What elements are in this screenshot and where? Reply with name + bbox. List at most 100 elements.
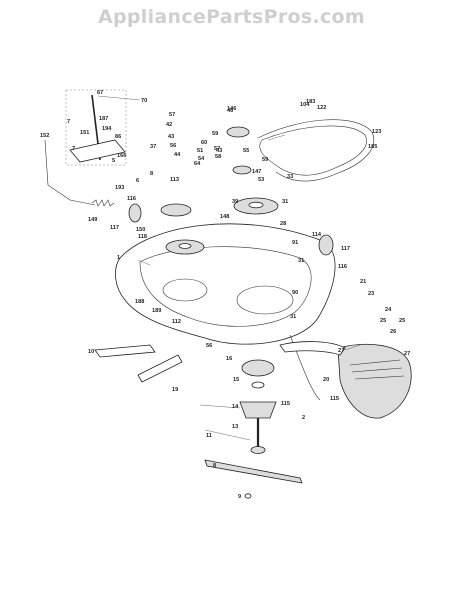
callout-24: 24 (385, 307, 392, 313)
callout-42: 42 (166, 122, 172, 128)
callout-43: 43 (168, 134, 174, 140)
callout-114: 114 (312, 232, 322, 238)
callout-8b: 8 (213, 463, 216, 469)
callout-labels: 67 70 7 187 151 194 86 152 5 166 193 116… (40, 90, 410, 500)
callout-31c: 31 (290, 314, 296, 320)
callout-5: 5 (112, 158, 115, 164)
callout-166: 166 (117, 153, 126, 159)
callout-189: 189 (152, 308, 161, 314)
callout-116b: 116 (338, 264, 347, 270)
callout-90: 90 (292, 290, 298, 296)
callout-194: 194 (102, 126, 112, 132)
deflector-rod (289, 334, 321, 401)
callout-117: 117 (110, 225, 119, 231)
callout-39: 39 (232, 199, 238, 205)
callout-115b: 115 (330, 396, 339, 402)
callout-91: 91 (292, 240, 298, 246)
callout-21: 21 (360, 279, 366, 285)
callout-57b: 57 (214, 146, 220, 152)
callout-188: 188 (135, 299, 144, 305)
callout-151: 151 (80, 130, 89, 136)
callout-33: 33 (287, 174, 293, 180)
callout-16: 16 (226, 356, 232, 362)
callout-53: 53 (258, 177, 264, 183)
callout-31: 31 (282, 199, 288, 205)
callout-58: 58 (215, 154, 221, 160)
callout-122: 122 (317, 105, 326, 111)
callout-46: 46 (227, 108, 233, 114)
callout-183: 183 (306, 99, 315, 105)
deck-spindle-opening-right (236, 285, 294, 315)
lift-linkage-box (65, 89, 127, 166)
callout-60: 60 (201, 140, 207, 146)
callout-59: 59 (212, 131, 218, 137)
callout-26: 26 (390, 329, 396, 335)
callout-148: 148 (220, 214, 229, 220)
callout-15: 15 (233, 377, 239, 383)
pulley-left-hub (178, 243, 192, 249)
callout-123: 123 (372, 129, 381, 135)
spindle-pulley (241, 359, 275, 377)
mower-blade (204, 459, 303, 484)
drive-belt (259, 125, 367, 176)
pulley-right-hub (248, 201, 264, 209)
callout-59b: 59 (262, 157, 268, 163)
callout-187: 187 (99, 116, 108, 122)
deck-inner-bowl (139, 246, 312, 327)
callout-11: 11 (206, 433, 212, 439)
callout-67: 67 (97, 90, 103, 96)
callout-147: 147 (252, 169, 261, 175)
callout-54: 54 (198, 156, 205, 162)
callout-6: 6 (136, 178, 139, 184)
callout-10: 10 (88, 349, 94, 355)
callout-44: 44 (174, 152, 181, 158)
deck-spindle-opening-left (162, 278, 208, 302)
callout-117b: 117 (341, 246, 350, 252)
callout-25b: 25 (399, 318, 405, 324)
callout-31b: 31 (298, 258, 304, 264)
callout-116: 116 (127, 196, 136, 202)
mower-deck-housing (115, 223, 336, 345)
callout-14: 14 (232, 404, 239, 410)
deck-hanger-bracket-b (137, 354, 183, 383)
callout-112: 112 (172, 319, 181, 325)
chute-stripes (349, 359, 405, 380)
callout-9: 9 (238, 494, 241, 500)
callout-185: 185 (368, 144, 377, 150)
callout-43b: 43 (216, 148, 222, 154)
blade-adapter (250, 446, 266, 454)
callout-1: 1 (117, 255, 120, 261)
spindle-nut (251, 381, 265, 389)
callout-25: 25 (380, 318, 386, 324)
callout-64: 64 (194, 161, 201, 167)
callout-146: 146 (227, 106, 236, 112)
gauge-wheel-left (128, 203, 142, 223)
callout-56: 56 (170, 143, 176, 149)
callout-13: 13 (232, 424, 238, 430)
callout-8: 8 (150, 171, 153, 177)
callout-104: 104 (300, 102, 310, 108)
discharge-chute (337, 343, 412, 419)
deflector-bracket (279, 341, 346, 356)
callout-28: 28 (280, 221, 286, 227)
callout-51: 51 (197, 148, 203, 154)
callout-27b: 27 (338, 348, 344, 354)
pulley-center (160, 203, 192, 217)
watermark-text: AppliancePartsPros.com (97, 6, 365, 28)
callout-20: 20 (323, 377, 329, 383)
callout-19: 19 (172, 387, 178, 393)
callout-27: 27 (404, 351, 410, 357)
front-rod (44, 139, 96, 206)
callout-152: 152 (40, 133, 49, 139)
callout-23: 23 (368, 291, 374, 297)
callout-86: 86 (115, 134, 121, 140)
callout-55: 55 (243, 148, 249, 154)
spring-left (91, 199, 115, 207)
callout-7: 7 (67, 119, 70, 125)
callout-2: 2 (302, 415, 305, 421)
blade-bolt (244, 493, 252, 499)
lift-bracket (69, 139, 126, 163)
callout-115: 115 (281, 401, 290, 407)
callout-7b: 7 (72, 146, 75, 152)
